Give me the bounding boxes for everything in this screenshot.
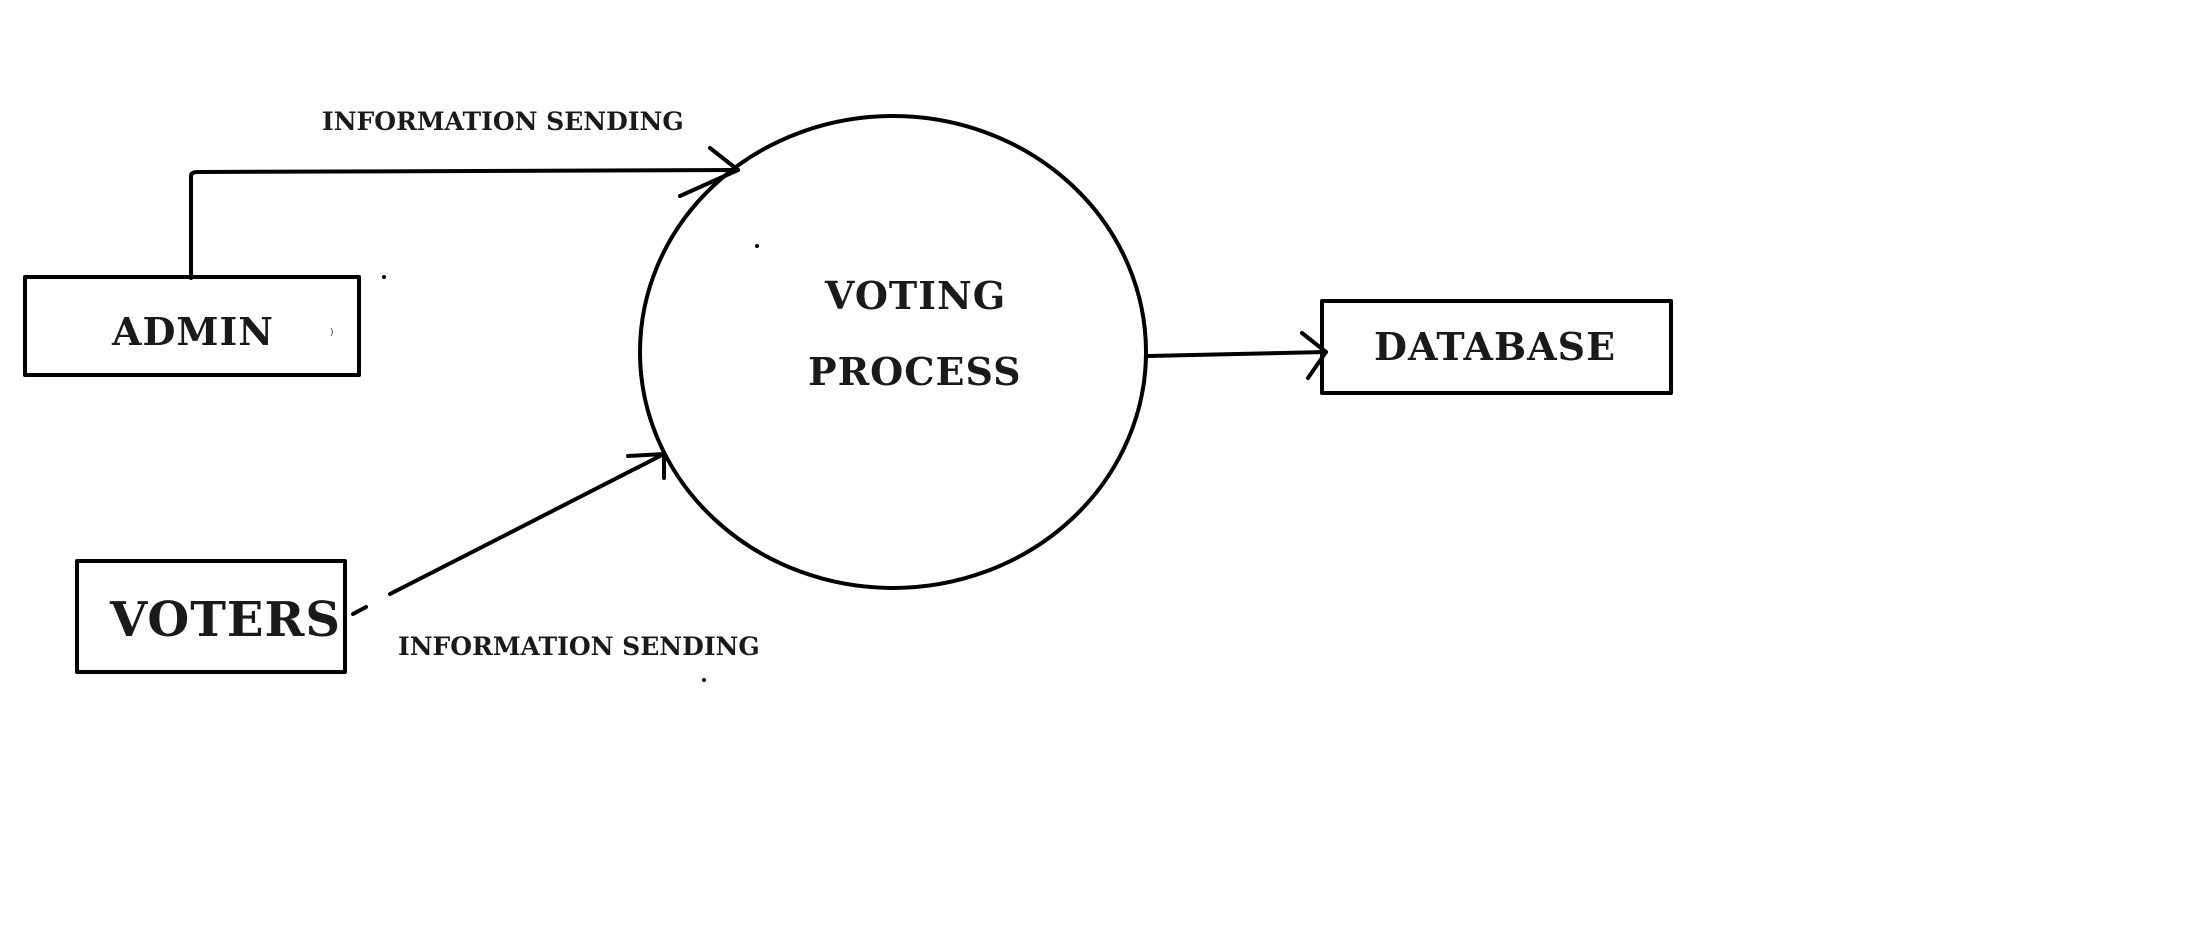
- stray-dot: [702, 678, 706, 682]
- voters-flow-arrowhead: [626, 452, 666, 480]
- process-label-line1: VOTING: [824, 273, 1006, 318]
- voting-process-circle: [638, 114, 1148, 590]
- admin-flow-label: INFORMATION SENDING: [322, 107, 684, 136]
- database-label: DATABASE: [1374, 324, 1616, 369]
- admin-label: ADMIN: [111, 309, 274, 354]
- voters-box: [75, 559, 347, 674]
- stray-mark: [330, 327, 334, 337]
- database-flow-line: [1146, 350, 1328, 358]
- voters-label: VOTERS: [109, 592, 341, 648]
- stray-dot: [382, 275, 386, 279]
- process-label-line2: PROCESS: [808, 349, 1022, 394]
- voters-flow-label: INFORMATION SENDING: [398, 632, 760, 661]
- admin-flow-line: [189, 168, 740, 280]
- stray-dot: [755, 244, 759, 248]
- voters-flow-line: [351, 452, 666, 616]
- database-flow-arrowhead: [1300, 331, 1328, 380]
- admin-flow-arrowhead: [678, 146, 740, 198]
